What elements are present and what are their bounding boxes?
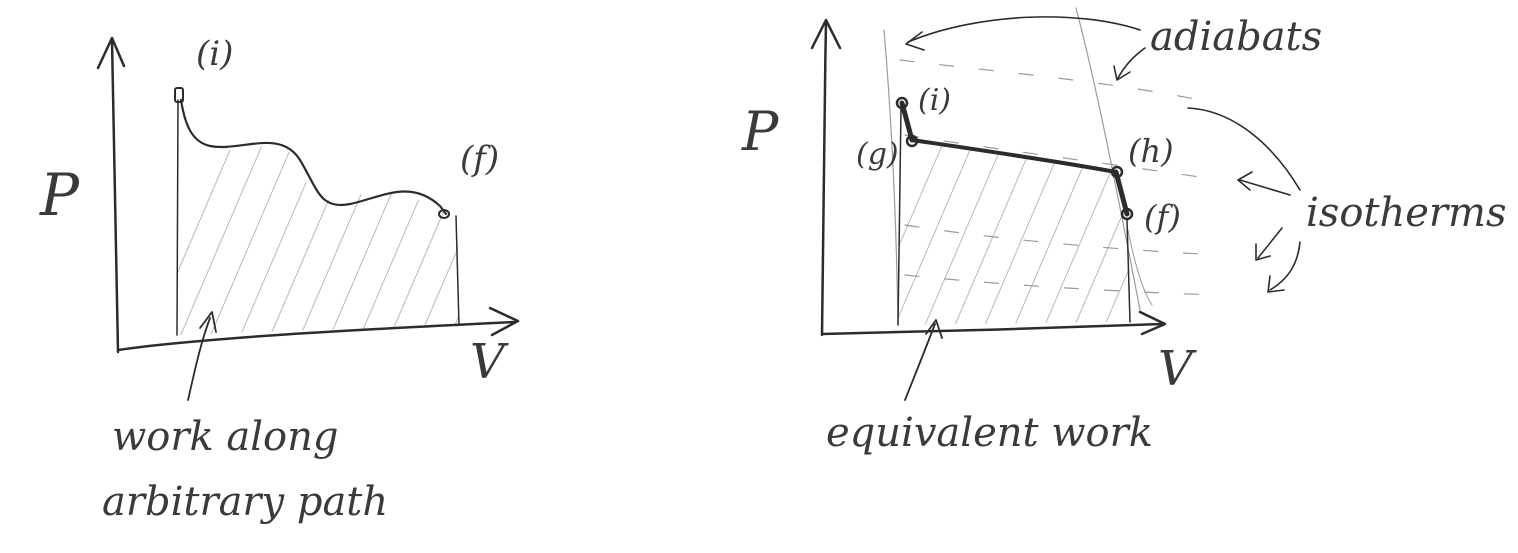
right-pv-diagram: P V (i) (g) (h) (f) adiabats isotherms e… [741, 7, 1507, 456]
path-g-to-h [910, 138, 1118, 174]
isotherms-label: isotherms [1306, 190, 1507, 236]
right-y-axis-arrowhead [810, 18, 842, 50]
left-y-axis [110, 38, 120, 354]
left-initial-state-point [174, 87, 184, 103]
right-caption-arrow [904, 323, 936, 401]
right-y-axis [820, 20, 828, 337]
isotherms-callout-arrowhead-bottom [1267, 275, 1285, 293]
left-caption-arrowhead [199, 311, 217, 333]
left-final-state-label: (f) [460, 139, 499, 179]
right-x-axis [820, 322, 1164, 336]
isotherms-callout-arrowhead-middle [1237, 171, 1253, 191]
isotherms-callout-arrow-lower [1257, 227, 1283, 259]
right-g-state-point [905, 134, 919, 148]
isotherms-callout-arrow-middle [1239, 179, 1291, 196]
adiabat-curve-right-branch [1127, 229, 1153, 306]
path-h-to-f [1113, 169, 1130, 217]
isotherms-callout-arrow-bottom [1269, 241, 1301, 291]
left-x-axis-arrowhead [488, 306, 520, 337]
right-x-axis-arrowhead [1138, 310, 1167, 336]
adiabats-callout-arrowhead-left [905, 31, 925, 51]
left-final-state-point [438, 209, 450, 219]
left-initial-state-label: (i) [196, 34, 233, 74]
left-caption-line1: work along [112, 414, 338, 460]
right-h-state-label: (h) [1128, 132, 1174, 170]
right-initial-volume-line [897, 107, 902, 326]
right-g-state-label: (g) [856, 137, 899, 172]
right-y-axis-label: P [741, 100, 780, 163]
left-work-area [178, 95, 458, 335]
right-final-state-label: (f) [1144, 198, 1181, 236]
left-caption-arrow [187, 317, 211, 401]
left-initial-volume-line [176, 99, 179, 336]
adiabats-callout-arrow-right [1117, 47, 1146, 79]
adiabats-callout-arrowhead-right [1113, 65, 1131, 81]
adiabats-label: adiabats [1150, 14, 1322, 60]
left-x-axis-label: V [470, 334, 509, 390]
left-pv-diagram: P V (i) (f) work along arbitrary path [39, 34, 520, 525]
left-y-axis-arrowhead [96, 36, 126, 70]
adiabats-callout-arrow-left [907, 16, 1141, 43]
adiabat-curve-left [883, 29, 899, 326]
right-caption-arrowhead [925, 319, 943, 339]
isotherms-callout-arrowhead-lower [1255, 243, 1271, 261]
right-initial-state-point [895, 96, 909, 110]
path-i-to-g [899, 100, 915, 143]
isotherms-callout-arrow-top [1187, 107, 1301, 191]
adiabat-curve-right [1075, 7, 1141, 311]
right-final-volume-line [1126, 219, 1131, 323]
right-final-state-point [1120, 207, 1134, 221]
left-arbitrary-path [179, 98, 448, 216]
left-y-axis-label: P [39, 161, 80, 229]
left-final-volume-line [455, 215, 460, 326]
right-caption: equivalent work [826, 410, 1153, 456]
right-initial-state-label: (i) [918, 83, 951, 118]
right-h-state-point [1110, 165, 1124, 179]
right-x-axis-label: V [1158, 341, 1197, 397]
left-x-axis [116, 320, 517, 352]
left-caption-line2: arbitrary path [102, 479, 388, 525]
